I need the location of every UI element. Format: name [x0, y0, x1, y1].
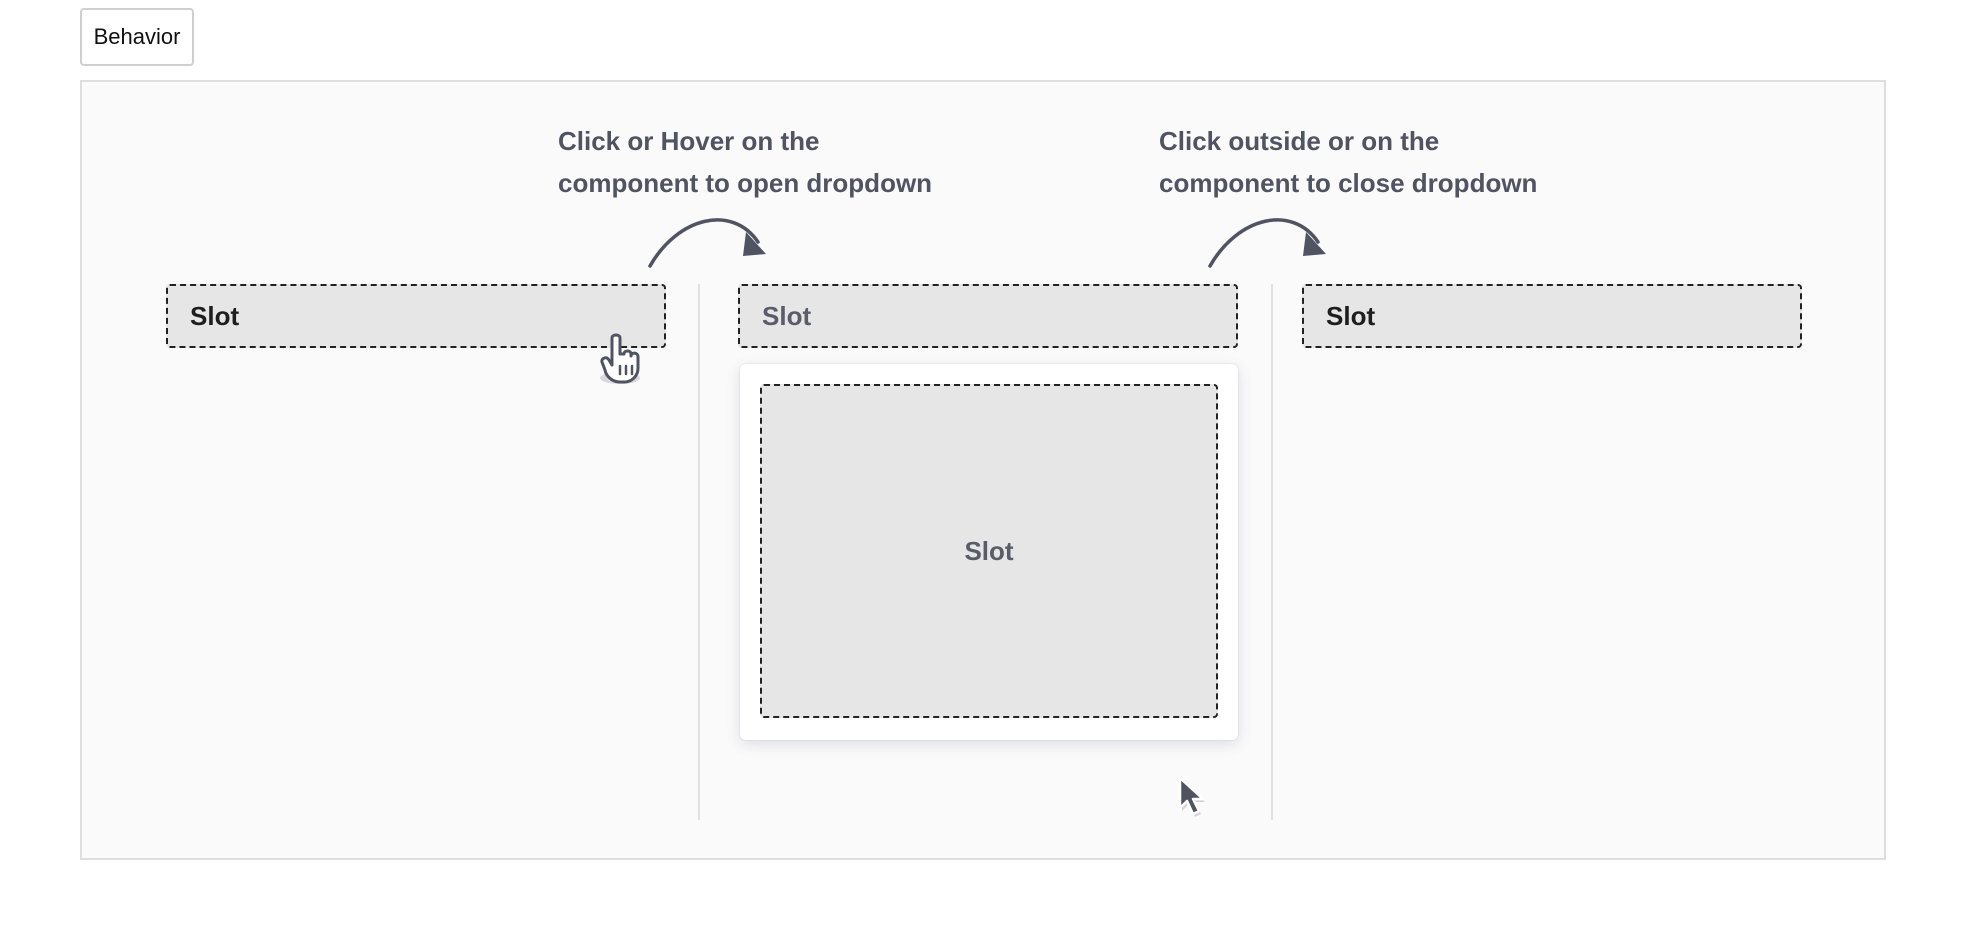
dropdown-content-slot[interactable]: Slot: [760, 384, 1218, 718]
trigger-slot-closed[interactable]: Slot: [166, 284, 666, 348]
trigger-slot-closed-again[interactable]: Slot: [1302, 284, 1802, 348]
behavior-tab-button[interactable]: Behavior: [80, 8, 194, 66]
curved-arrow-icon: [1208, 218, 1326, 268]
hand-pointer-icon: [600, 333, 640, 384]
column-divider: [1271, 284, 1273, 820]
curved-arrow-icon: [648, 218, 766, 268]
dropdown-panel: Slot: [740, 364, 1238, 740]
close-caption-line-1: Click outside or on the: [1159, 126, 1440, 156]
open-caption-line-1: Click or Hover on the: [558, 126, 820, 156]
curved-arrows: [648, 218, 1326, 268]
open-dropdown-caption: Click or Hover on the component to open …: [558, 120, 932, 204]
open-caption-line-2: component to open dropdown: [558, 168, 933, 198]
close-caption-line-2: component to close dropdown: [1159, 168, 1538, 198]
behavior-diagram-canvas: Click or Hover on the component to open …: [80, 80, 1886, 860]
trigger-slot-open[interactable]: Slot: [738, 284, 1238, 348]
column-divider: [698, 284, 700, 820]
mouse-pointer-icon: [1178, 776, 1205, 817]
close-dropdown-caption: Click outside or on the component to clo…: [1159, 120, 1537, 204]
